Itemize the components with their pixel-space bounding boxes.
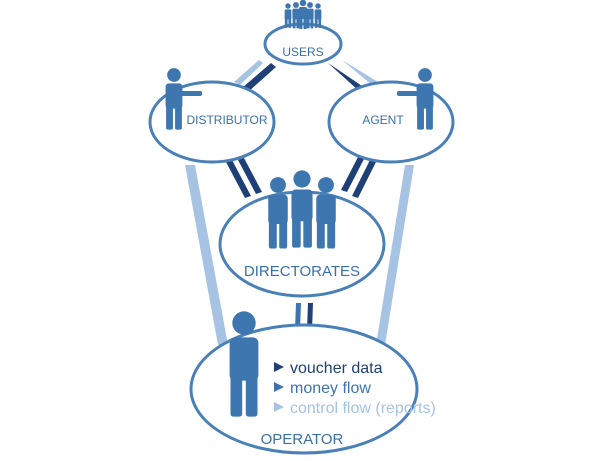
distributor-person-icon <box>165 68 202 130</box>
control-flow-arrow-icon <box>274 402 284 412</box>
directorates-operator-money-flow <box>295 303 301 330</box>
users-distributor-voucher-flow <box>242 63 276 92</box>
users-node: USERS <box>263 0 343 66</box>
legend-item-voucher-data: voucher data <box>274 360 383 377</box>
distributor-label: DISTRIBUTOR <box>186 113 267 127</box>
users-distributor-control-flow <box>234 60 263 85</box>
connection-lines <box>185 60 414 345</box>
agent-directorates-voucher-flow <box>352 160 376 198</box>
directorates-operator-voucher-flow <box>307 303 313 330</box>
agent-operator-control-flow <box>376 165 414 345</box>
users-agent-control-flow <box>342 60 378 85</box>
legend-label-voucher-data: voucher data <box>290 360 383 377</box>
users-label: USERS <box>282 45 323 59</box>
agent-person-icon <box>397 68 434 130</box>
operator-label: OPERATOR <box>261 431 344 448</box>
legend-label-control-flow: control flow (reports) <box>290 400 436 417</box>
legend-item-control-flow: control flow (reports) <box>274 400 436 417</box>
distributor-directorates-money-flow <box>238 158 262 194</box>
legend: voucher data money flow control flow (re… <box>274 360 436 417</box>
distributor-operator-control-flow <box>185 165 228 345</box>
money-flow-arrow-icon <box>274 382 284 392</box>
users-ellipse <box>263 22 343 66</box>
users-agent-voucher-flow <box>328 63 365 91</box>
operator-node: OPERATOR <box>189 311 419 455</box>
agent-label: AGENT <box>362 113 404 127</box>
voucher-data-arrow-icon <box>274 362 284 372</box>
directorates-node: DIRECTORATES <box>218 170 386 298</box>
distributor-node: DISTRIBUTOR <box>148 68 276 164</box>
legend-label-money-flow: money flow <box>290 380 371 397</box>
agent-directorates-money-flow <box>341 157 364 192</box>
distributor-directorates-voucher-flow <box>226 160 251 198</box>
directorates-label: DIRECTORATES <box>244 263 360 280</box>
legend-item-money-flow: money flow <box>274 380 371 397</box>
agent-node: AGENT <box>327 68 455 164</box>
